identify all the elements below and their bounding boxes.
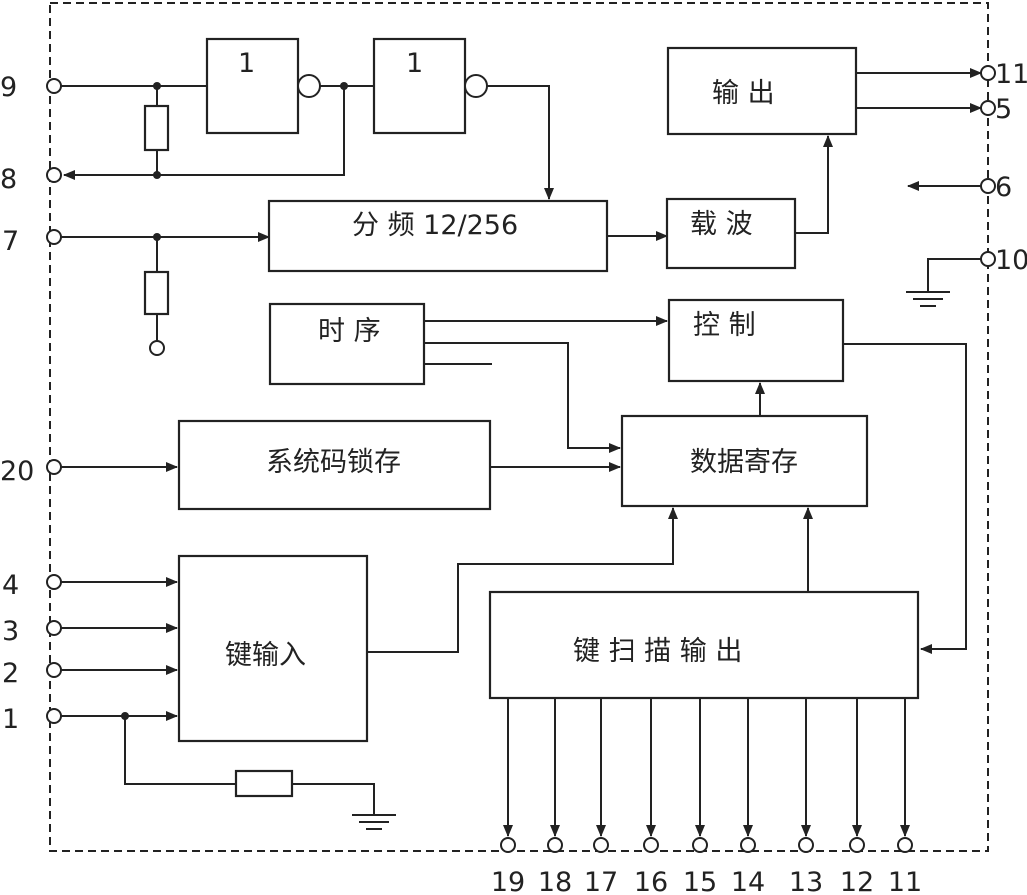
pin-15-label: 15 [683,867,717,895]
bottom-pin-labels: 19 18 17 16 15 14 13 12 11 [491,867,922,895]
data-register-block [620,414,869,508]
bottom-pin-terminals [500,837,913,853]
pin-1-label: 1 [2,704,19,735]
pin-8-terminal [46,167,62,183]
pin-19-label: 19 [491,867,525,895]
pin-18-label: 18 [538,867,572,895]
pin-7-terminal [46,229,62,245]
feedback-resistor [143,104,170,152]
pin-9-label: 9 [0,72,17,103]
pin-8-label: 8 [0,164,17,195]
pin-1-terminal [46,708,62,724]
pin-10-label: 10 [995,245,1027,276]
pin-3-terminal [46,620,62,636]
inverter-1-label: 1 [238,48,255,79]
control-block [667,298,845,383]
pin-1-pulldown-resistor [234,769,294,798]
output-label: 输 出 [712,78,775,109]
pin-7-label: 7 [2,226,19,257]
key-scan-output-block [488,590,920,700]
inverter-2-label: 1 [406,48,423,79]
output-block [666,46,858,136]
pin-20-label: 20 [0,456,34,487]
divider-label: 分 频 12/256 [352,210,518,241]
pin-4-terminal [46,574,62,590]
control-label: 控 制 [693,310,756,341]
pin-5-terminal [980,100,996,116]
pin-7-open-terminal [149,340,165,356]
key-input-ground-symbol [352,814,396,830]
pin-10-ground-symbol [906,291,950,307]
pin-2-label: 2 [2,658,19,689]
pin-9-terminal [46,78,62,94]
timing-label: 时 序 [318,316,381,347]
key-scan-output-label: 键 扫 描 输 出 [573,636,742,667]
pin-12-label: 12 [840,867,874,895]
pin-7-resistor [143,270,170,316]
pin-6-terminal [980,178,996,194]
pin-16-label: 16 [634,867,668,895]
pin-11-output-terminal [980,65,996,81]
pin-2-terminal [46,662,62,678]
syscode-latch-block [177,419,492,511]
pin-13-label: 13 [789,867,823,895]
pin-20-terminal [46,459,62,475]
pin-6-label: 6 [995,172,1012,203]
inverter-2-bubble [464,74,488,98]
pin-11-output-label: 11 [995,59,1027,90]
pin-3-label: 3 [2,616,19,647]
chip-boundary [49,2,989,852]
carrier-label: 载 波 [690,209,753,240]
key-input-label: 键输入 [225,640,306,671]
key-input-block [177,554,369,743]
pin-5-label: 5 [995,94,1012,125]
pin-10-terminal [980,251,996,267]
inverter-1-bubble [297,74,321,98]
key-scan-output-lines [503,698,910,837]
pin-17-label: 17 [584,867,618,895]
data-register-label: 数据寄存 [690,447,798,478]
pin-11-label: 11 [888,867,922,895]
pin-14-label: 14 [731,867,765,895]
pin-4-label: 4 [2,570,19,601]
syscode-latch-label: 系统码锁存 [266,447,401,478]
